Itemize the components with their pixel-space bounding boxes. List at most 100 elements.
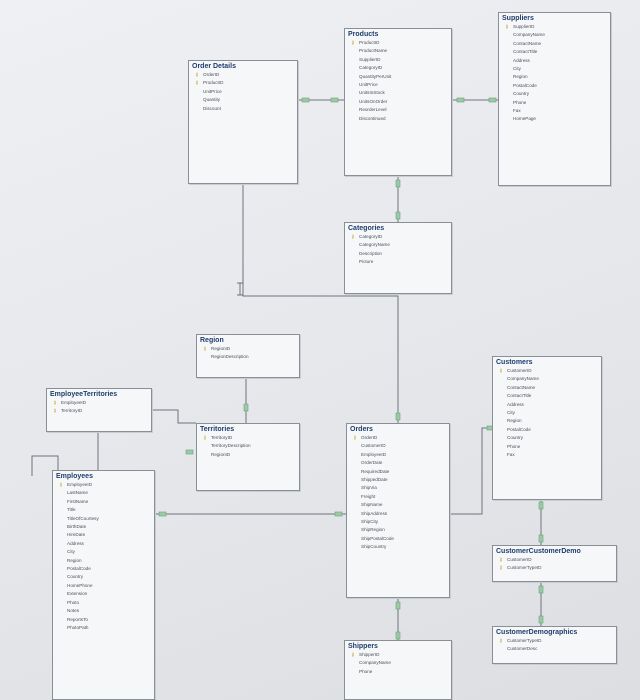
field[interactable]: CompanyName (507, 376, 539, 382)
primary-key-field[interactable]: CustomerTypeID (499, 637, 616, 646)
field[interactable]: UnitPrice (359, 82, 378, 88)
field[interactable]: Phone (507, 443, 521, 449)
field[interactable]: Address (67, 540, 84, 546)
table-orders[interactable]: OrdersOrderIDCustomerIDEmployeeIDOrderDa… (346, 423, 450, 598)
field[interactable]: Address (507, 401, 524, 407)
field[interactable]: PostalCode (513, 82, 537, 88)
field[interactable]: Fax (513, 108, 521, 114)
field[interactable]: QuantityPerUnit (359, 73, 392, 79)
field[interactable]: ContactTitle (507, 393, 532, 399)
table-suppliers[interactable]: SuppliersSupplierIDCompanyNameContactNam… (498, 12, 611, 186)
field[interactable]: Discount (203, 105, 221, 111)
field[interactable]: ReorderLevel (359, 107, 387, 113)
table-customer-customer-demo[interactable]: CustomerCustomerDemoCustomerIDCustomerTy… (492, 545, 617, 582)
field[interactable]: ShipVia (361, 485, 377, 491)
field[interactable]: Region (67, 557, 82, 563)
field[interactable]: ProductName (359, 48, 388, 54)
table-employee-territories[interactable]: EmployeeTerritoriesEmployeeIDTerritoryID (46, 388, 152, 432)
field[interactable]: FirstName (67, 498, 89, 504)
field[interactable]: Address (513, 57, 530, 63)
field[interactable]: ShipPostalCode (361, 535, 394, 541)
field[interactable]: Fax (507, 452, 515, 458)
field[interactable]: CategoryName (359, 242, 390, 248)
field[interactable]: ShipAddress (361, 510, 388, 516)
table-order-details[interactable]: Order DetailsOrderIDProductIDUnitPriceQu… (188, 60, 298, 184)
field[interactable]: PostalCode (507, 426, 531, 432)
field[interactable]: Freight (361, 493, 376, 499)
field[interactable]: ContactName (507, 384, 536, 390)
field[interactable]: LastName (67, 490, 88, 496)
field[interactable]: UnitsInStock (359, 90, 385, 96)
primary-key-field[interactable]: ProductID (351, 39, 451, 48)
field[interactable]: HireDate (67, 532, 86, 538)
table-customers[interactable]: CustomersCustomerIDCompanyNameContactNam… (492, 356, 602, 500)
field[interactable]: Phone (513, 99, 527, 105)
field[interactable]: Extension (67, 591, 88, 597)
primary-key-field[interactable]: ShipperID (351, 651, 451, 660)
primary-key-field[interactable]: CustomerTypeID (499, 564, 616, 573)
field[interactable]: Picture (359, 259, 374, 265)
field[interactable]: Region (513, 74, 528, 80)
field[interactable]: Notes (67, 608, 80, 614)
field[interactable]: ShippedDate (361, 477, 388, 483)
primary-key-field[interactable]: CustomerID (499, 367, 601, 376)
field[interactable]: UnitsOnOrder (359, 98, 388, 104)
field[interactable]: PostalCode (67, 566, 91, 572)
primary-key-field[interactable]: TerritoryID (203, 434, 299, 443)
field[interactable]: Phone (359, 668, 373, 674)
table-shippers[interactable]: ShippersShipperIDCompanyNamePhone (344, 640, 452, 700)
field[interactable]: BirthDate (67, 524, 87, 530)
field[interactable]: CompanyName (513, 32, 545, 38)
primary-key-field[interactable]: SupplierID (505, 23, 610, 32)
field[interactable]: SupplierID (359, 56, 381, 62)
primary-key-field[interactable]: OrderID (353, 434, 449, 443)
field[interactable]: City (67, 549, 75, 555)
field[interactable]: CustomerID (361, 443, 386, 449)
field[interactable]: HomePage (513, 116, 536, 122)
field[interactable]: ShipCountry (361, 544, 387, 550)
primary-key-field[interactable]: TerritoryID (53, 407, 151, 416)
field[interactable]: CustomerDesc (507, 646, 538, 652)
field[interactable]: CompanyName (359, 660, 391, 666)
field[interactable]: Country (513, 91, 530, 97)
field[interactable]: City (507, 410, 515, 416)
field[interactable]: HomePhone (67, 582, 93, 588)
field[interactable]: Description (359, 250, 382, 256)
field[interactable]: OrderDate (361, 460, 383, 466)
field[interactable]: RegionDescription (211, 354, 249, 360)
field[interactable]: Photo (67, 599, 80, 605)
primary-key-field[interactable]: RegionID (203, 345, 299, 354)
field[interactable]: TerritoryDescription (211, 443, 251, 449)
field[interactable]: Discontinued (359, 115, 386, 121)
table-products[interactable]: ProductsProductIDProductNameSupplierIDCa… (344, 28, 452, 176)
primary-key-field[interactable]: EmployeeID (59, 481, 154, 490)
table-territories[interactable]: TerritoriesTerritoryIDTerritoryDescripti… (196, 423, 300, 491)
field[interactable]: ShipRegion (361, 527, 385, 533)
table-employees[interactable]: EmployeesEmployeeIDLastNameFirstNameTitl… (52, 470, 155, 700)
field[interactable]: UnitPrice (203, 88, 222, 94)
field[interactable]: ReportsTo (67, 616, 88, 622)
field[interactable]: RequiredDate (361, 468, 390, 474)
field[interactable]: Country (67, 574, 84, 580)
field[interactable]: ShipCity (361, 519, 379, 525)
field[interactable]: CategoryID (359, 65, 383, 71)
field[interactable]: ContactTitle (513, 49, 538, 55)
field[interactable]: Country (507, 435, 524, 441)
field[interactable]: EmployeeID (361, 451, 387, 457)
primary-key-field[interactable]: CustomerID (499, 556, 616, 565)
field[interactable]: RegionID (211, 451, 231, 457)
primary-key-field[interactable]: OrderID (195, 71, 297, 80)
field[interactable]: PhotoPath (67, 624, 89, 630)
primary-key-field[interactable]: CategoryID (351, 233, 451, 242)
field[interactable]: Region (507, 418, 522, 424)
primary-key-field[interactable]: EmployeeID (53, 399, 151, 408)
table-categories[interactable]: CategoriesCategoryIDCategoryNameDescript… (344, 222, 452, 294)
field[interactable]: TitleOfCourtesy (67, 515, 99, 521)
field[interactable]: Title (67, 507, 76, 513)
field[interactable]: Quantity (203, 97, 221, 103)
field[interactable]: ContactName (513, 40, 542, 46)
table-customer-demographics[interactable]: CustomerDemographicsCustomerTypeIDCustom… (492, 626, 617, 664)
primary-key-field[interactable]: ProductID (195, 79, 297, 88)
field[interactable]: ShipName (361, 502, 383, 508)
table-region[interactable]: RegionRegionIDRegionDescription (196, 334, 300, 378)
